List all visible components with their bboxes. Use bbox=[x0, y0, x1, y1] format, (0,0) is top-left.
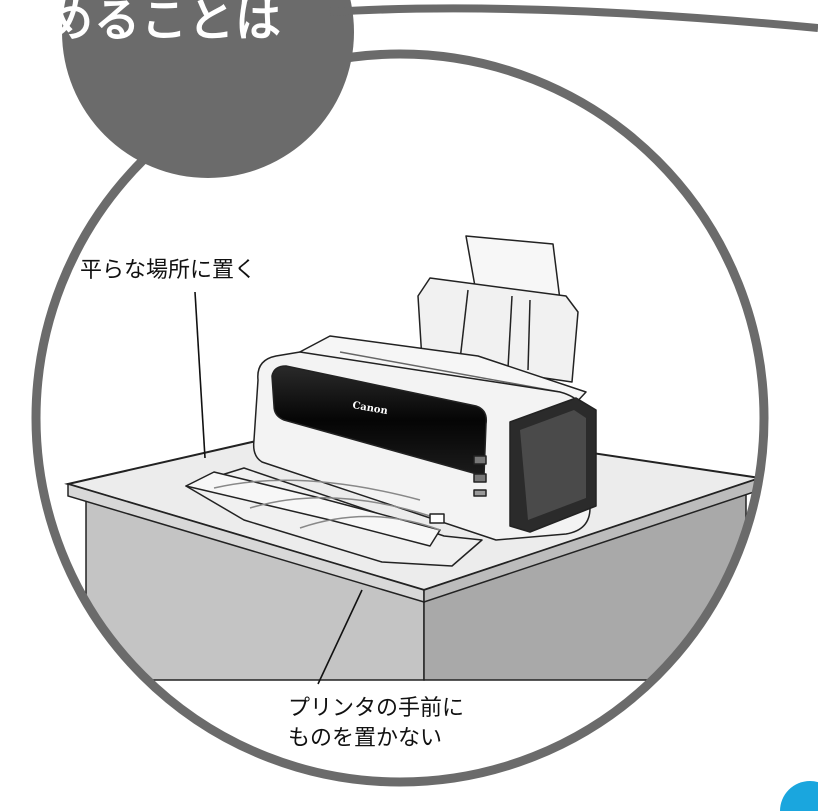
printer: Canon bbox=[185, 235, 597, 567]
leader-line-front-area bbox=[317, 589, 363, 685]
callout-front-area: プリンタの手前に ものを置かない bbox=[288, 694, 464, 754]
usb-port bbox=[429, 513, 445, 524]
leader-line-flat-place bbox=[194, 291, 206, 459]
title-underline bbox=[329, 4, 818, 32]
cover-seam bbox=[339, 351, 561, 393]
tray-ridge bbox=[299, 515, 441, 531]
page-title: 決めることは bbox=[0, 0, 282, 47]
paper-guide-line bbox=[507, 295, 513, 369]
printer-front-panel bbox=[271, 365, 488, 477]
callout-front-line2: ものを置かない bbox=[288, 726, 443, 751]
callout-flat-place: 平らな場所に置く bbox=[80, 258, 257, 283]
power-indicator bbox=[473, 489, 487, 497]
tray-ridge bbox=[249, 496, 431, 517]
tray-ridge bbox=[213, 479, 421, 501]
printer-side-highlight bbox=[520, 410, 586, 520]
callout-front-line1: プリンタの手前に bbox=[288, 696, 465, 721]
paper-guide-line bbox=[527, 299, 531, 371]
title-badge bbox=[62, 0, 354, 178]
frame-circle bbox=[31, 49, 769, 787]
corner-accent-circle bbox=[780, 781, 818, 811]
power-button bbox=[473, 473, 487, 483]
paper-guide-line bbox=[459, 289, 469, 361]
resume-button bbox=[473, 455, 487, 465]
